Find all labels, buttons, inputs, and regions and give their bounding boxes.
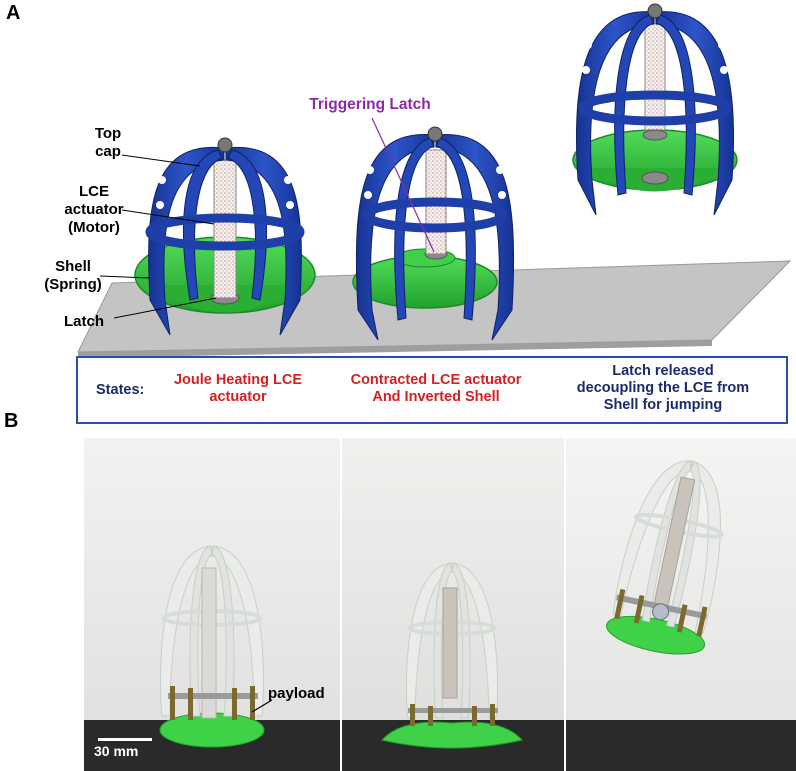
panel-a-illustration bbox=[77, 3, 792, 358]
frame-arm-inner-left bbox=[183, 149, 223, 301]
table-surface bbox=[566, 720, 796, 771]
robot-state-2 bbox=[352, 126, 515, 341]
frame-ring bbox=[145, 213, 305, 251]
scale-bar bbox=[98, 738, 152, 741]
leader-lce bbox=[121, 209, 215, 225]
states-box: States: Joule Heating LCE actuator Contr… bbox=[76, 356, 788, 424]
label-payload: payload bbox=[268, 685, 325, 702]
label-triggering-latch: Triggering Latch bbox=[309, 96, 431, 113]
leader-shell bbox=[99, 275, 151, 279]
panel-label-b: B bbox=[4, 410, 19, 432]
state-3-text: Latch released decoupling the LCE from S… bbox=[576, 363, 750, 413]
photo-state-2 bbox=[342, 438, 564, 771]
frame-ring bbox=[362, 197, 508, 233]
label-top-cap: Top cap bbox=[94, 125, 122, 160]
state-1-text: Joule Heating LCE actuator bbox=[173, 372, 303, 405]
frame-arm-left bbox=[148, 146, 225, 336]
top-cap bbox=[427, 126, 443, 142]
lce-actuator-strip bbox=[213, 159, 237, 299]
leader-latch bbox=[113, 297, 217, 319]
frame-arm-right bbox=[225, 146, 302, 336]
label-lce-actuator: LCE actuator (Motor) bbox=[64, 183, 124, 236]
label-scale: 30 mm bbox=[94, 743, 139, 759]
label-shell: Shell (Spring) bbox=[44, 258, 102, 293]
leader-top-cap bbox=[121, 154, 201, 167]
frame-arm-inner-right bbox=[227, 149, 267, 301]
state-2-text: Contracted LCE actuator And Inverted She… bbox=[350, 372, 522, 405]
platform-edge bbox=[78, 340, 712, 358]
robot-state-1 bbox=[134, 137, 316, 336]
photo-state-3 bbox=[566, 438, 796, 771]
top-cap bbox=[647, 3, 663, 19]
robot-state-3 bbox=[572, 3, 738, 216]
panel-label-a: A bbox=[6, 2, 21, 24]
frame-arm-right bbox=[435, 134, 515, 341]
frame-ring bbox=[578, 90, 732, 126]
leader-triggering-latch bbox=[371, 117, 435, 253]
photo-state-1 bbox=[84, 438, 340, 771]
frame-arm-left bbox=[575, 11, 655, 216]
frame-arm-right bbox=[655, 11, 735, 216]
label-latch: Latch bbox=[63, 313, 104, 330]
frame-arm-left bbox=[355, 134, 435, 341]
states-title: States: bbox=[96, 382, 145, 398]
top-cap bbox=[217, 137, 233, 153]
lce-actuator-released bbox=[644, 19, 666, 131]
